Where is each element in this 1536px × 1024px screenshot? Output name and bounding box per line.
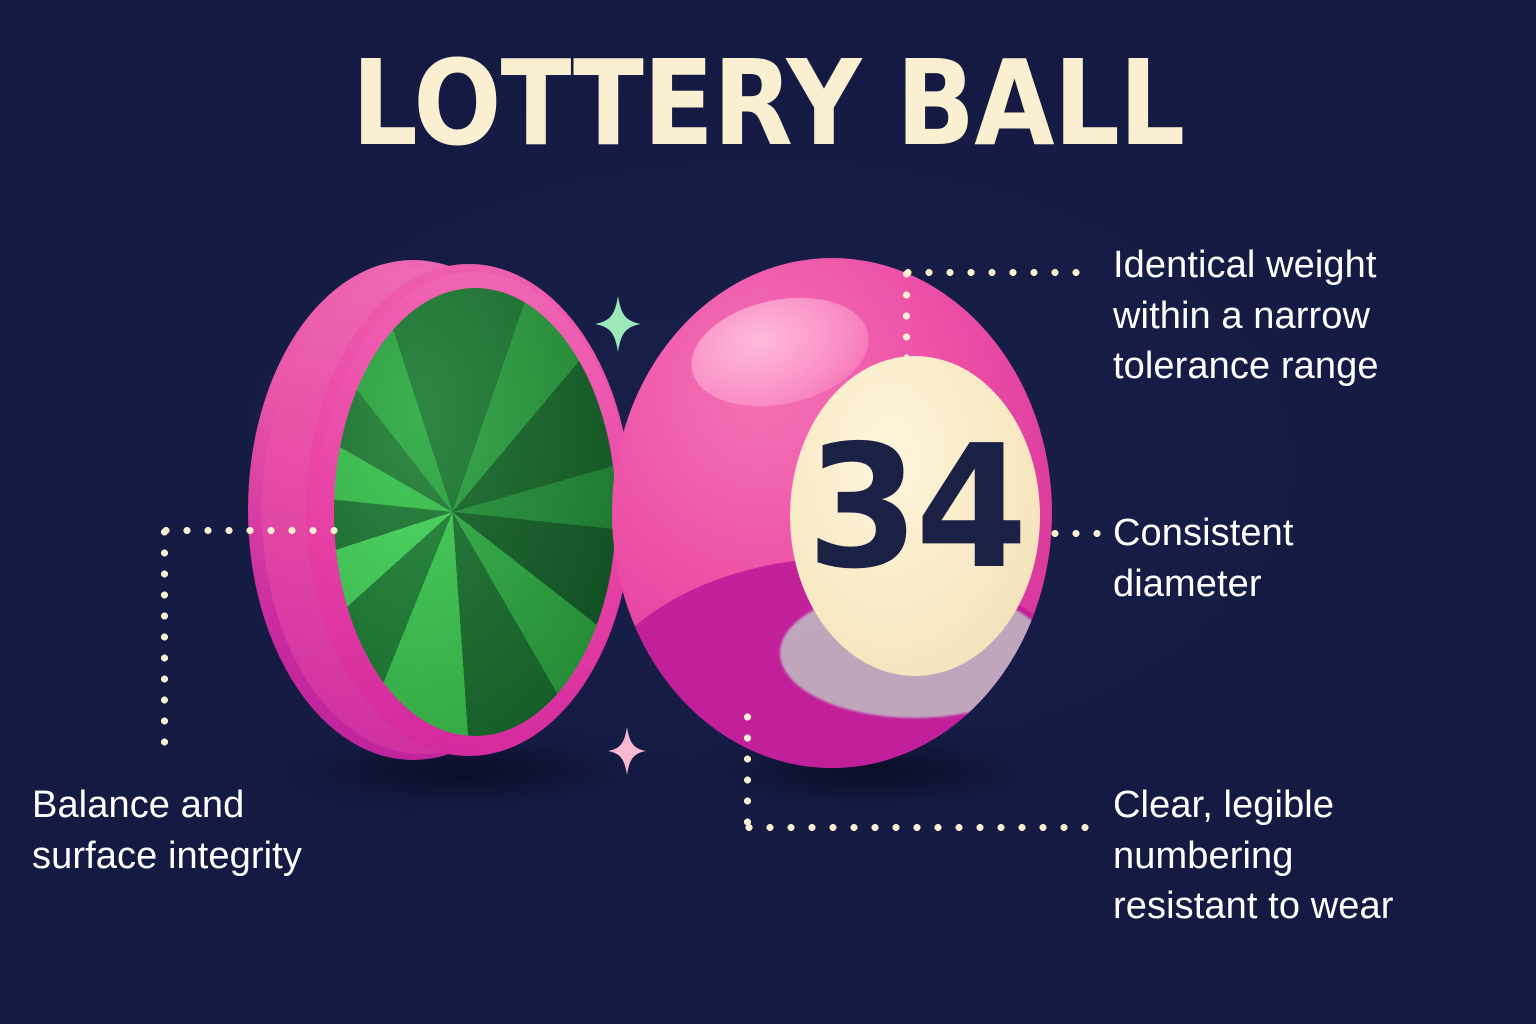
green-interior-shading — [334, 288, 616, 736]
annotation-identical-weight: Identical weight within a narrow toleran… — [1113, 244, 1379, 388]
annotation-balance-surface: Balance and surface integrity — [32, 784, 302, 877]
ball-body: 34 — [612, 258, 1052, 768]
annotation-consistent-diameter: Consistent diameter — [1113, 512, 1294, 605]
leader-line-clear-numbering-horizontal — [744, 824, 1100, 831]
leader-line-balance-horizontal — [161, 527, 351, 534]
sparkle-pink-icon — [608, 727, 646, 775]
green-pinwheel-interior — [334, 288, 616, 736]
leader-line-consistent-diameter — [1050, 530, 1108, 537]
number-patch: 34 — [790, 356, 1040, 676]
leader-line-balance-vertical — [161, 527, 168, 756]
lottery-ball-whole: 34 — [612, 258, 1072, 778]
annotation-clear-numbering: Clear, legible numbering resistant to we… — [1113, 784, 1394, 928]
leader-line-identical-weight-horizontal — [903, 269, 1085, 276]
sparkle-mint-icon — [595, 296, 641, 352]
lottery-ball-cross-section — [248, 252, 668, 772]
leader-line-identical-weight-vertical — [903, 269, 910, 357]
leader-line-clear-numbering-vertical — [744, 712, 751, 830]
ball-number: 34 — [806, 409, 1027, 607]
page-title: LOTTERY BALL — [351, 34, 1186, 172]
